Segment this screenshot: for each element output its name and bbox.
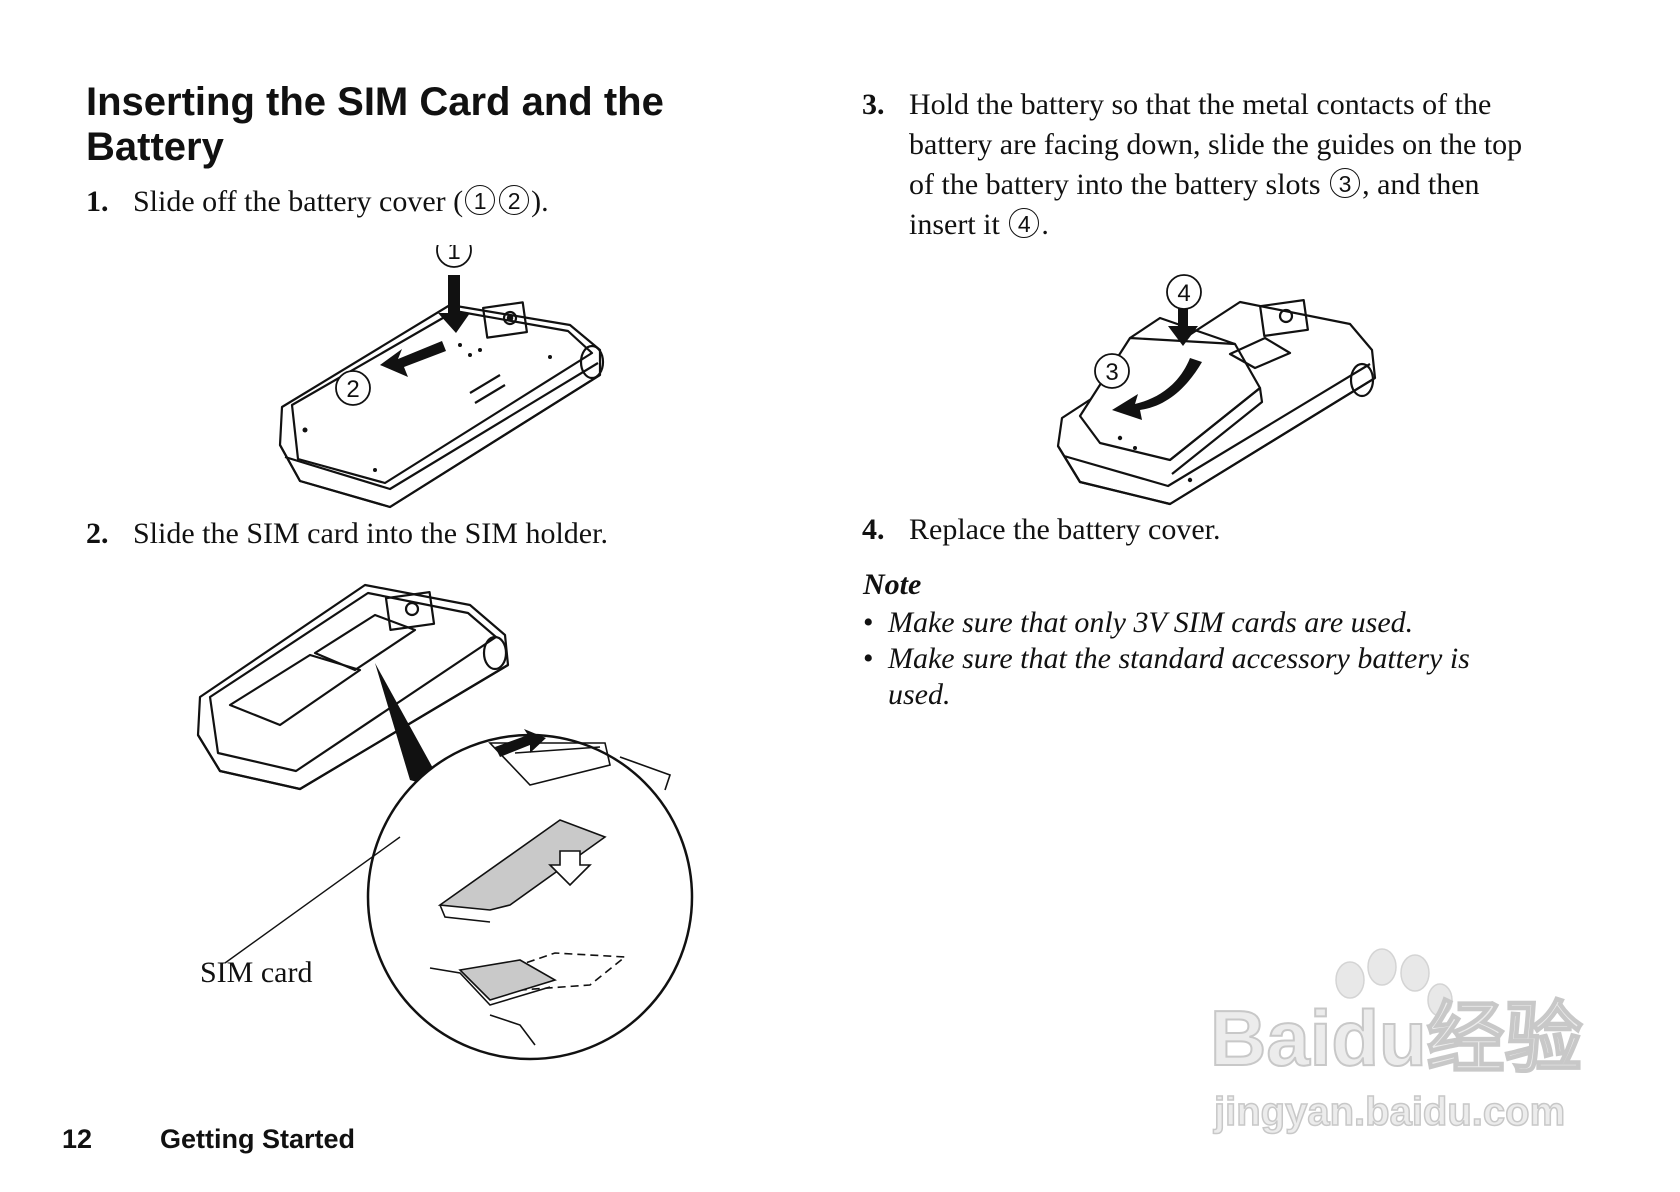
bullet-dot: • [863, 642, 874, 675]
circled-number: 4 [1009, 208, 1040, 238]
step-text: , and then [1362, 168, 1480, 201]
figure-battery-cover: 1 2 [278, 245, 605, 509]
step-3: 3. Hold the battery so that the metal co… [862, 85, 1622, 255]
step-text: Slide the SIM card into the SIM holder. [133, 517, 608, 550]
step-text: ). [531, 185, 549, 218]
watermark-url: jingyan.baidu.com [1213, 1090, 1565, 1134]
note-text: Make sure that the standard accessory ba… [888, 642, 1470, 675]
note-title: Note [863, 568, 922, 601]
step-text: . [1041, 208, 1049, 241]
title-line-2: Battery [86, 125, 224, 169]
callout-2-label: 2 [346, 376, 359, 403]
title-line-1: Inserting the SIM Card and the [86, 80, 664, 124]
note-text: Make sure that only 3V SIM cards are use… [888, 606, 1414, 639]
note-text: used. [888, 678, 951, 711]
step-4: 4. Replace the battery cover. [862, 510, 1562, 550]
circled-number: 3 [1330, 168, 1361, 198]
callout-4-label: 4 [1177, 280, 1190, 307]
step-2: 2. Slide the SIM card into the SIM holde… [86, 514, 786, 554]
page-title: Inserting the SIM Card and the Battery [86, 80, 726, 170]
section-title: Getting Started [160, 1124, 356, 1154]
step-number: 4. [862, 513, 885, 546]
step-text: of the battery into the battery slots [909, 168, 1321, 201]
note-bullet: • Make sure that only 3V SIM cards are u… [863, 605, 1563, 641]
step-number: 2. [86, 517, 109, 550]
step-text-line: battery are facing down, slide the guide… [909, 128, 1523, 161]
step-number: 1. [86, 185, 109, 218]
figure-sim-insertion [196, 583, 694, 1061]
callout-1-label: 1 [447, 245, 460, 265]
callout-3-label: 3 [1105, 359, 1118, 386]
step-text: Slide off the battery cover ( [133, 185, 464, 218]
step-number: 3. [862, 88, 885, 121]
bullet-dot: • [863, 606, 874, 639]
watermark-brand: Baidu经验 [1210, 994, 1583, 1082]
sim-card-label: SIM card [200, 956, 313, 989]
note-bullet: • Make sure that the standard accessory … [863, 641, 1563, 713]
step-text: Replace the battery cover. [909, 513, 1221, 546]
circled-number: 1 [465, 185, 496, 215]
baidu-watermark: Baidu经验 jingyan.baidu.com [1209, 948, 1584, 1135]
figure-battery-insertion: 4 3 [1056, 274, 1377, 506]
circled-number: 2 [499, 185, 530, 215]
step-text: insert it [909, 208, 1000, 241]
page-number: 12 [62, 1124, 93, 1154]
step-text-line: Hold the battery so that the metal conta… [909, 88, 1492, 121]
